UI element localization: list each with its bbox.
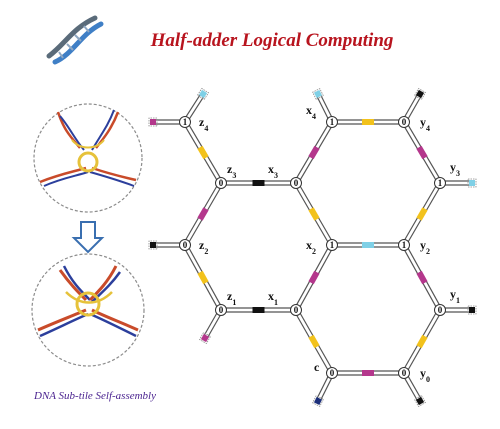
node-x1-label: x1	[268, 289, 278, 307]
edge-z1-x1-sticky-end	[252, 307, 265, 313]
node-x2-subscript: 2	[312, 247, 316, 256]
dna-subtile-image-top	[33, 103, 143, 213]
node-x2-label: x2	[306, 238, 316, 256]
node-z2-label: z2	[199, 238, 208, 256]
stub-z4-magenta-end-box	[148, 117, 158, 127]
page-title: Half-adder Logical Computing	[150, 30, 394, 51]
node-y3-value: 1	[438, 178, 443, 188]
stub-y1-black-end-marker	[469, 307, 475, 313]
stub-z2-black-end-marker	[150, 242, 156, 248]
edge-y1-y0-sticky-end	[416, 334, 428, 349]
stub-x4-cyan-end-marker	[313, 89, 323, 99]
node-c-circle	[326, 367, 338, 379]
edge-y4-y3-sticky-end	[416, 145, 428, 160]
edge-x3-x2-sticky-end	[308, 207, 320, 221]
node-x1-circle	[290, 304, 302, 316]
node-c-value: 0	[330, 368, 335, 378]
node-y1-circle	[434, 304, 446, 316]
node-y4-label: y4	[420, 115, 430, 133]
edge-x2-x1-sticky-end	[308, 270, 320, 285]
node-z3-label: z3	[227, 162, 236, 180]
node-y1-subscript: 1	[456, 296, 460, 305]
node-y0-value: 0	[402, 368, 407, 378]
node-y0-subscript: 0	[426, 375, 430, 384]
node-y2-label: y2	[420, 238, 430, 256]
node-c-label: c	[314, 360, 320, 374]
edge-z4-z3-sticky-end	[197, 145, 209, 160]
node-z3-value: 0	[219, 178, 224, 188]
node-x3-subscript: 3	[274, 171, 278, 180]
edge-y2-y1-sticky-end	[416, 270, 428, 285]
node-y4-subscript: 4	[426, 124, 430, 133]
node-y0-circle	[398, 367, 410, 379]
node-y2-subscript: 2	[426, 247, 430, 256]
stub-y1-black-end-box	[467, 305, 477, 315]
node-x3-label: x3	[268, 162, 278, 180]
node-y1-label: y1	[450, 287, 460, 305]
node-x4-label: x4	[306, 103, 316, 121]
edge-c-y0-sticky-end	[362, 370, 374, 376]
stub-c-navy-end-marker	[313, 396, 323, 406]
node-z4-circle	[179, 116, 191, 128]
node-y0-label: y0	[420, 366, 430, 384]
edge-x2-y2-sticky-end	[362, 242, 374, 248]
node-z1-subscript: 1	[232, 298, 236, 307]
node-z2-value: 0	[183, 240, 188, 250]
stub-z2-black-end-box	[148, 240, 158, 250]
edge-z3-x3-sticky-end	[252, 180, 265, 186]
node-y2-circle	[398, 239, 410, 251]
node-z2-circle	[179, 239, 191, 251]
node-x1-value: 0	[294, 305, 299, 315]
node-x4-subscript: 4	[312, 112, 316, 121]
node-z4-subscript: 4	[204, 124, 208, 133]
edge-x1-c-sticky-end	[308, 334, 320, 349]
node-z3-subscript: 3	[232, 171, 236, 180]
stub-y3-cyan-end-marker	[469, 180, 475, 186]
node-x3-value: 0	[294, 178, 299, 188]
node-z1-label: z1	[227, 289, 236, 307]
node-y2-value: 1	[402, 240, 407, 250]
stub-z1-magenta-end-marker	[200, 333, 210, 343]
stub-y3-cyan-end-box	[467, 178, 477, 188]
edge-z2-z1-sticky-end	[197, 270, 209, 285]
node-y3-circle	[434, 177, 446, 189]
node-x4-value: 1	[330, 117, 335, 127]
node-x1-subscript: 1	[274, 298, 278, 307]
node-x3-circle	[290, 177, 302, 189]
stub-z4-cyan-end-marker	[198, 89, 208, 99]
stub-y4-black-end-marker	[415, 89, 425, 99]
node-z1-value: 0	[219, 305, 224, 315]
node-z4-value: 1	[183, 117, 188, 127]
stub-z4-magenta-end-marker	[150, 119, 156, 125]
node-x4-circle	[326, 116, 338, 128]
node-x2-value: 1	[330, 240, 335, 250]
edge-x4-y4-sticky-end	[362, 119, 374, 125]
dna-subtile-image-bottom	[31, 253, 145, 367]
dna-helix-icon	[46, 15, 104, 65]
edge-x4-x3-sticky-end	[308, 145, 320, 160]
node-z1-circle	[215, 304, 227, 316]
down-arrow-icon	[71, 221, 105, 254]
node-z4-label: z4	[199, 115, 208, 133]
stub-y0-black-end-marker	[415, 396, 425, 406]
edge-y3-y2-sticky-end	[416, 207, 428, 221]
image-caption: DNA Sub-tile Self-assembly	[34, 390, 156, 402]
node-z3-circle	[215, 177, 227, 189]
node-z2-subscript: 2	[204, 247, 208, 256]
edge-z3-z2-sticky-end	[197, 207, 209, 221]
node-y4-value: 0	[402, 117, 407, 127]
node-y3-label: y3	[450, 160, 460, 178]
node-x2-circle	[326, 239, 338, 251]
node-y4-circle	[398, 116, 410, 128]
node-y1-value: 0	[438, 305, 443, 315]
node-y3-subscript: 3	[456, 169, 460, 178]
